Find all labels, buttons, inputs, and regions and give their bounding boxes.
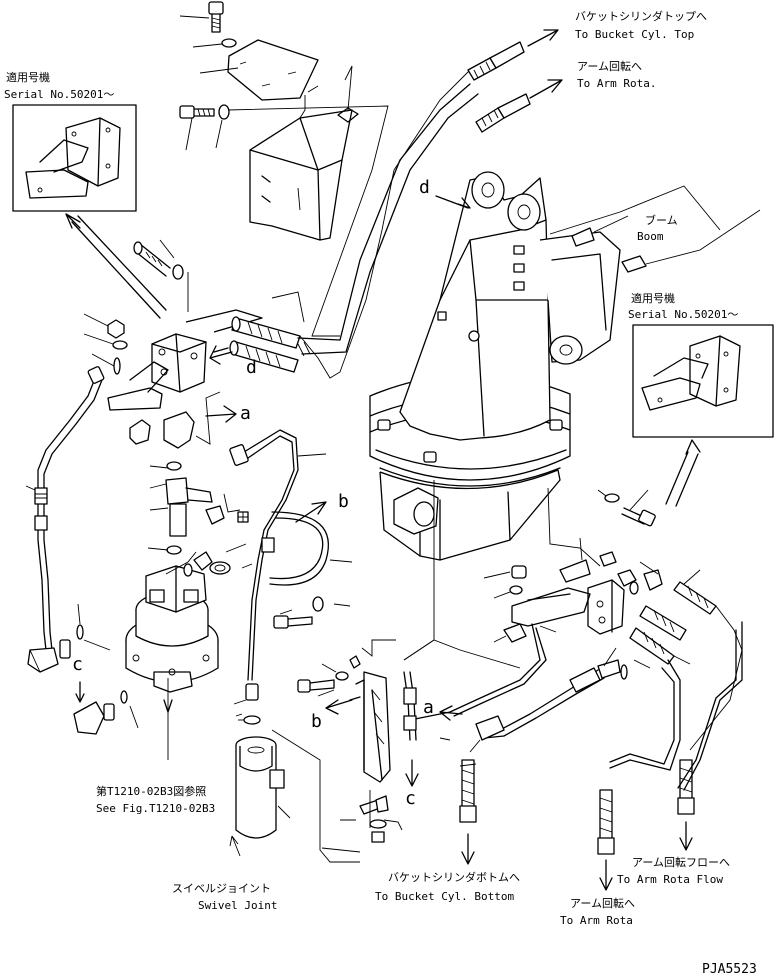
boom-arm (399, 171, 621, 441)
marker-b-lower: b (311, 711, 322, 732)
marker-a-left: a (240, 403, 251, 424)
marker-c-right: c (405, 788, 416, 809)
arrow-arm-rota-flow (679, 821, 693, 851)
arrow-head-right (685, 439, 701, 455)
top-bolt (208, 1, 224, 33)
label-swivel-en: Swivel Joint (198, 899, 278, 912)
lower-bolt (273, 615, 313, 629)
left-hose (34, 366, 105, 651)
label-boom-en: Boom (637, 230, 664, 243)
arrow-a-right (439, 705, 463, 721)
inset-box-right (632, 324, 774, 438)
proximity-switch-pair (229, 316, 301, 373)
label-boom-jp: ブーム (645, 214, 678, 227)
marker-d-boom: d (419, 177, 430, 198)
inset-box-left (12, 104, 137, 212)
label-bucket-bottom-en: To Bucket Cyl. Bottom (375, 890, 515, 903)
fitting-arm-rota (597, 789, 615, 855)
tee-fitting-column (129, 391, 249, 555)
label-arm-rota2-jp: アーム回転へ (570, 897, 636, 910)
arrow-b-lower (325, 699, 353, 715)
top-bracket-plate (227, 39, 319, 101)
label-serial-left-en: Serial No.50201～ (4, 88, 115, 101)
arrow-c-left (75, 681, 85, 703)
fitting-arm-rota-flow (677, 759, 695, 815)
label-arm-rota2-en: To Arm Rota (560, 914, 633, 927)
arrow-to-arm-rota (529, 79, 563, 99)
arrow-a-left (205, 405, 237, 423)
hex-nut (107, 319, 125, 339)
arrow-shaft-left (71, 215, 167, 319)
sensor-cover (249, 109, 353, 241)
right-bracket-assembly (493, 537, 625, 643)
label-arm-rota-flow-en: To Arm Rota Flow (617, 873, 723, 886)
marker-a-right: a (423, 697, 434, 718)
mid-washer (218, 104, 230, 120)
mid-bolt (179, 105, 215, 119)
marker-c-left: c (72, 654, 83, 675)
label-arm-rota-flow-jp: アーム回転フローへ (632, 856, 731, 869)
label-arm-rota-jp: アーム回転へ (577, 60, 643, 73)
arrow-arm-rota-2 (599, 859, 613, 891)
label-bucket-top-en: To Bucket Cyl. Top (575, 28, 695, 41)
label-bucket-bottom-jp: バケットシリンダボトムへ (388, 871, 520, 884)
elbow-fitting-left (27, 647, 59, 673)
right-bolt (621, 507, 656, 527)
lower-bolt-right (297, 679, 335, 693)
arrow-d-left (209, 345, 233, 365)
stud-bolt (133, 241, 171, 277)
label-serial-right-jp: 適用号機 (631, 292, 675, 305)
clamp-bracket (355, 671, 391, 843)
ref-arrow (163, 699, 173, 713)
arrow-c-right (405, 759, 419, 787)
elbow-fitting-c (73, 701, 105, 735)
hose-a-vertical (229, 429, 299, 725)
drawing-number: PJA5523 (702, 962, 757, 977)
hose-b-loop (269, 511, 330, 586)
upper-hoses (297, 41, 531, 357)
marker-d-left: d (246, 357, 257, 378)
hydraulic-motor (125, 565, 219, 693)
label-serial-right-en: Serial No.50201～ (628, 308, 739, 321)
top-washer (221, 38, 237, 48)
arrow-b-top (295, 501, 327, 523)
marker-b-top: b (338, 491, 349, 512)
label-ref-en: See Fig.T1210-02B3 (96, 802, 216, 815)
lower-hose-a (403, 639, 521, 741)
label-serial-left-jp: 適用号機 (6, 71, 50, 84)
right-hoses (409, 621, 743, 791)
label-ref-jp: 第T1210-02B3図参照 (96, 785, 207, 798)
swivel-joint (235, 736, 285, 839)
arrow-head-left (65, 213, 81, 229)
label-arm-rota-en: To Arm Rota. (577, 77, 657, 90)
arrow-bucket-bottom (461, 833, 475, 865)
right-switch-pair (629, 581, 717, 665)
arrow-to-bucket-top (527, 29, 559, 47)
fitting-bottom (459, 759, 477, 823)
label-swivel-jp: スイベルジョイント (172, 882, 271, 895)
bracket-assembly (107, 309, 263, 411)
label-bucket-top-jp: バケットシリンダトップへ (575, 10, 707, 23)
